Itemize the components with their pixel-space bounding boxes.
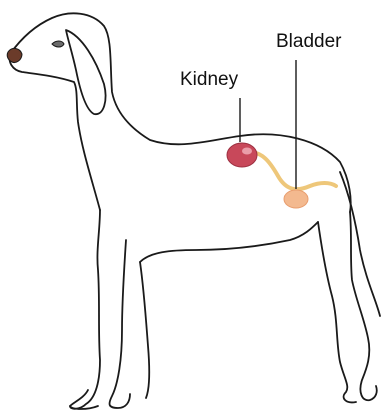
- dog-ear: [66, 30, 106, 114]
- dog-muzzle-outline: [10, 54, 101, 210]
- dog-second-front-leg: [140, 262, 149, 398]
- dog-chest-front-leg: [70, 210, 100, 409]
- dog-tail: [340, 172, 380, 316]
- kidney-label: Kidney: [180, 70, 238, 89]
- kidney-highlight: [242, 148, 252, 155]
- ureter: [244, 152, 336, 189]
- kidney-organ: [227, 143, 257, 167]
- dog-nose: [7, 48, 22, 62]
- dog-eye: [52, 41, 64, 47]
- bladder-organ: [284, 190, 308, 208]
- dog-belly-outline: [140, 222, 318, 262]
- dog-front-leg-back: [110, 240, 130, 408]
- dog-hind-leg-back: [350, 212, 377, 400]
- bladder-label: Bladder: [276, 32, 342, 51]
